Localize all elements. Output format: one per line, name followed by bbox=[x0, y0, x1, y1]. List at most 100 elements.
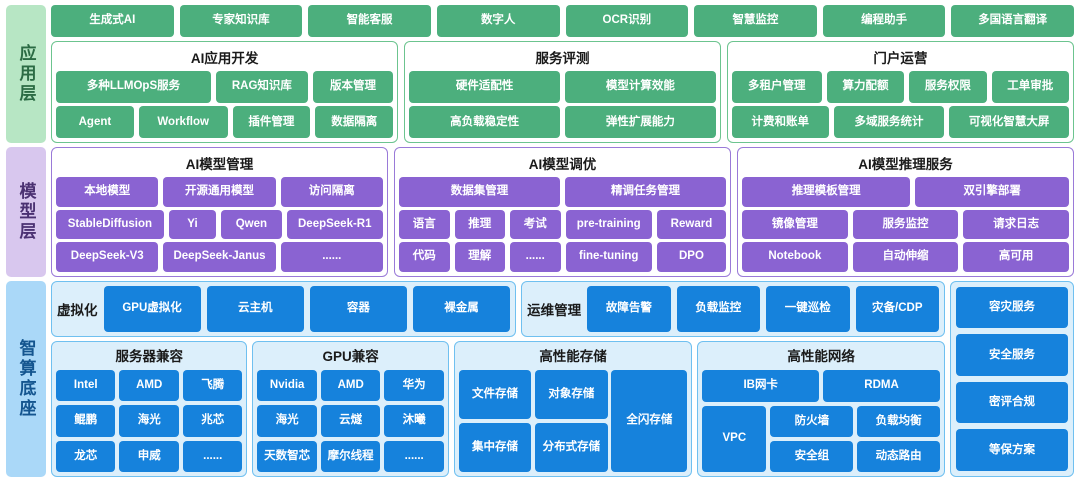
item-chip[interactable]: 开源通用模型 bbox=[163, 177, 276, 207]
item-chip[interactable]: 摩尔线程 bbox=[320, 440, 381, 472]
item-chip[interactable]: DPO bbox=[656, 242, 727, 272]
item-chip[interactable]: DeepSeek-V3 bbox=[56, 242, 159, 272]
item-chip[interactable]: 文件存储 bbox=[458, 369, 532, 419]
item-chip[interactable]: 高负载稳定性 bbox=[409, 106, 560, 139]
item-chip[interactable]: 可视化智慧大屏 bbox=[949, 106, 1070, 139]
item-chip[interactable]: 考试 bbox=[510, 209, 561, 240]
item-chip[interactable]: 代码 bbox=[399, 242, 450, 272]
item-chip[interactable]: Agent bbox=[56, 106, 134, 139]
item-chip[interactable]: ...... bbox=[384, 440, 444, 472]
item-chip[interactable]: 多租户管理 bbox=[731, 71, 822, 104]
item-chip[interactable]: pre-training bbox=[565, 209, 652, 240]
item-chip[interactable]: ...... bbox=[182, 440, 243, 472]
item-chip[interactable]: 等保方案 bbox=[956, 429, 1068, 471]
item-chip[interactable]: 全闪存储 bbox=[611, 369, 688, 472]
item-chip[interactable]: 数据隔离 bbox=[315, 106, 394, 139]
item-chip[interactable]: 版本管理 bbox=[312, 71, 394, 104]
item-chip[interactable]: 云燧 bbox=[320, 405, 381, 437]
item-chip[interactable]: DeepSeek-Janus bbox=[163, 242, 276, 272]
item-chip[interactable]: 硬件适配性 bbox=[409, 71, 560, 104]
item-chip[interactable]: 双引擎部署 bbox=[915, 177, 1069, 207]
item-chip[interactable]: 语言 bbox=[399, 209, 450, 240]
item-chip[interactable]: 海光 bbox=[257, 405, 317, 437]
item-chip[interactable]: 鲲鹏 bbox=[56, 405, 116, 437]
item-chip[interactable]: 算力配额 bbox=[826, 71, 905, 104]
item-chip[interactable]: 负载均衡 bbox=[857, 405, 940, 437]
item-chip[interactable]: 安全组 bbox=[770, 440, 854, 472]
item-chip[interactable]: 多种LLMOpS服务 bbox=[56, 71, 212, 104]
app-tag[interactable]: 智能客服 bbox=[308, 5, 431, 37]
item-chip[interactable]: 弹性扩展能力 bbox=[565, 106, 716, 139]
item-chip[interactable]: 镜像管理 bbox=[742, 209, 848, 240]
item-chip[interactable]: Qwen bbox=[221, 209, 282, 240]
item-chip[interactable]: 安全服务 bbox=[956, 334, 1068, 376]
item-chip[interactable]: 集中存储 bbox=[458, 422, 532, 472]
item-chip[interactable]: 负载监控 bbox=[676, 285, 761, 332]
item-chip[interactable]: 自动伸缩 bbox=[852, 242, 959, 272]
app-tag[interactable]: OCR识别 bbox=[565, 5, 689, 37]
item-chip[interactable]: 对象存储 bbox=[535, 369, 608, 419]
item-chip[interactable]: ...... bbox=[510, 242, 561, 272]
item-chip[interactable]: Intel bbox=[56, 369, 116, 402]
item-chip[interactable]: 计费和账单 bbox=[731, 106, 829, 139]
item-chip[interactable]: 容器 bbox=[309, 285, 407, 332]
item-chip[interactable]: fine-tuning bbox=[565, 242, 652, 272]
item-chip[interactable]: 动态路由 bbox=[857, 440, 940, 472]
item-chip[interactable]: Yi bbox=[168, 209, 217, 240]
item-chip[interactable]: 访问隔离 bbox=[280, 177, 383, 207]
item-chip[interactable]: 故障告警 bbox=[587, 285, 671, 332]
app-tag[interactable]: 专家知识库 bbox=[179, 5, 303, 37]
item-chip[interactable]: 飞腾 bbox=[182, 369, 243, 402]
item-chip[interactable]: 多域服务统计 bbox=[833, 106, 945, 139]
app-tag[interactable]: 智慧监控 bbox=[694, 5, 817, 37]
item-chip[interactable]: Reward bbox=[656, 209, 727, 240]
item-chip[interactable]: 推理模板管理 bbox=[742, 177, 911, 207]
item-chip[interactable]: 模型计算效能 bbox=[565, 71, 716, 104]
item-chip[interactable]: 海光 bbox=[119, 405, 179, 437]
item-chip[interactable]: 龙芯 bbox=[56, 440, 116, 472]
item-chip[interactable]: IB网卡 bbox=[702, 369, 820, 402]
item-chip[interactable]: Nvidia bbox=[257, 369, 317, 402]
item-chip[interactable]: StableDiffusion bbox=[56, 209, 164, 240]
app-tag[interactable]: 生成式AI bbox=[51, 5, 174, 37]
item-chip[interactable]: 裸金属 bbox=[412, 285, 511, 332]
item-chip[interactable]: 精调任务管理 bbox=[565, 177, 726, 207]
item-chip[interactable]: ...... bbox=[280, 242, 383, 272]
item-chip[interactable]: 插件管理 bbox=[232, 106, 311, 139]
item-chip[interactable]: DeepSeek-R1 bbox=[286, 209, 383, 240]
app-tag[interactable]: 编程助手 bbox=[822, 5, 946, 37]
item-chip[interactable]: 本地模型 bbox=[56, 177, 159, 207]
item-chip[interactable]: 服务权限 bbox=[909, 71, 987, 104]
item-chip[interactable]: VPC bbox=[702, 405, 767, 472]
item-chip[interactable]: 灾备/CDP bbox=[855, 285, 940, 332]
app-tag[interactable]: 数字人 bbox=[436, 5, 560, 37]
item-chip[interactable]: 申威 bbox=[119, 440, 179, 472]
item-chip[interactable]: 推理 bbox=[454, 209, 505, 240]
item-chip[interactable]: 防火墙 bbox=[770, 405, 854, 437]
item-chip[interactable]: AMD bbox=[119, 369, 179, 402]
item-chip[interactable]: 数据集管理 bbox=[399, 177, 560, 207]
item-chip[interactable]: 服务监控 bbox=[852, 209, 959, 240]
item-chip[interactable]: 高可用 bbox=[963, 242, 1070, 272]
item-chip[interactable]: GPU虚拟化 bbox=[103, 285, 201, 332]
item-chip[interactable]: 请求日志 bbox=[963, 209, 1070, 240]
panel-row: 多租户管理 算力配额 服务权限 工单审批 bbox=[731, 71, 1069, 104]
item-chip[interactable]: 理解 bbox=[454, 242, 505, 272]
item-chip[interactable]: 分布式存储 bbox=[535, 422, 608, 472]
item-chip[interactable]: 云主机 bbox=[206, 285, 304, 332]
item-chip[interactable]: 一键巡检 bbox=[766, 285, 850, 332]
item-chip[interactable]: RDMA bbox=[823, 369, 940, 402]
item-chip[interactable]: 华为 bbox=[384, 369, 444, 402]
app-tag[interactable]: 多国语言翻译 bbox=[951, 5, 1074, 37]
item-chip[interactable]: 兆芯 bbox=[182, 405, 243, 437]
item-chip[interactable]: 密评合规 bbox=[956, 381, 1068, 424]
item-chip[interactable]: 容灾服务 bbox=[956, 286, 1068, 329]
item-chip[interactable]: RAG知识库 bbox=[216, 71, 308, 104]
item-chip[interactable]: 沐曦 bbox=[384, 405, 444, 437]
item-chip[interactable]: Workflow bbox=[138, 106, 228, 139]
item-chip[interactable]: Notebook bbox=[742, 242, 848, 272]
item-chip[interactable]: AMD bbox=[320, 369, 381, 402]
item-chip[interactable]: 天数智芯 bbox=[257, 440, 317, 472]
item-chip[interactable]: 工单审批 bbox=[991, 71, 1069, 104]
panel-row: StableDiffusion Yi Qwen DeepSeek-R1 bbox=[56, 209, 383, 240]
